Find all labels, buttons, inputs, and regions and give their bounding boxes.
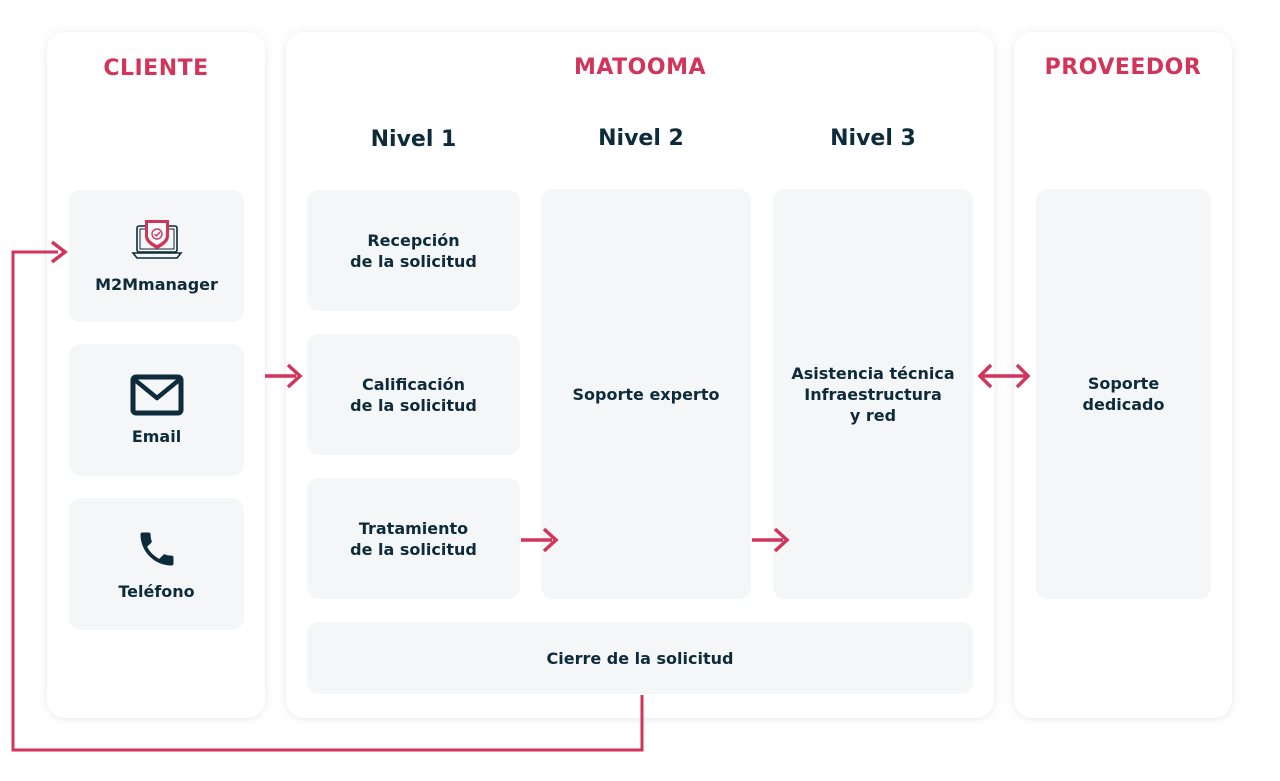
channel-label-phone: Teléfono <box>118 581 195 601</box>
channel-card-email: Email <box>69 344 244 476</box>
matooma-title: MATOOMA <box>573 55 707 80</box>
phone-icon <box>140 532 173 565</box>
envelope-icon <box>130 374 183 415</box>
level3-title: Nivel 3 <box>830 126 916 151</box>
laptop-shield-icon <box>130 219 183 259</box>
step-reception: Recepción de la solicitud <box>307 190 520 311</box>
step-expert-support: Soporte experto <box>541 189 751 599</box>
arrow-level3-provider-bidirectional <box>977 363 1031 389</box>
provider-title: PROVEEDOR <box>1044 55 1202 80</box>
channel-label-m2mmanager: M2Mmanager <box>95 274 218 294</box>
client-title: CLIENTE <box>103 56 209 81</box>
level2-title: Nivel 2 <box>598 126 684 151</box>
arrow-level1-to-level2 <box>521 527 559 553</box>
step-dedicated-support-label: Soporte dedicado <box>1082 374 1165 414</box>
arrow-level2-to-level3 <box>752 527 790 553</box>
step-treatment: Tratamiento de la solicitud <box>307 478 520 599</box>
channel-label-email: Email <box>131 426 182 446</box>
step-expert-support-label: Soporte experto <box>572 384 720 404</box>
channel-card-phone: Teléfono <box>69 498 244 630</box>
step-technical-assistance-label: Asistencia técnica Infraestructura y red <box>791 364 955 425</box>
step-qualification: Calificación de la solicitud <box>307 334 520 455</box>
step-closing: Cierre de la solicitud <box>307 622 973 694</box>
step-closing-label: Cierre de la solicitud <box>546 648 734 668</box>
channel-card-m2mmanager: M2Mmanager <box>69 190 244 322</box>
return-loop-arrowhead <box>50 240 68 264</box>
level1-title: Nivel 1 <box>370 127 457 152</box>
step-technical-assistance: Asistencia técnica Infraestructura y red <box>773 189 973 599</box>
step-reception-label: Recepción de la solicitud <box>350 230 477 271</box>
step-dedicated-support: Soporte dedicado <box>1036 189 1211 599</box>
return-loop-line <box>11 250 644 752</box>
step-treatment-label: Tratamiento de la solicitud <box>350 518 477 559</box>
arrow-client-to-level1 <box>265 363 303 389</box>
step-qualification-label: Calificación de la solicitud <box>350 374 477 415</box>
